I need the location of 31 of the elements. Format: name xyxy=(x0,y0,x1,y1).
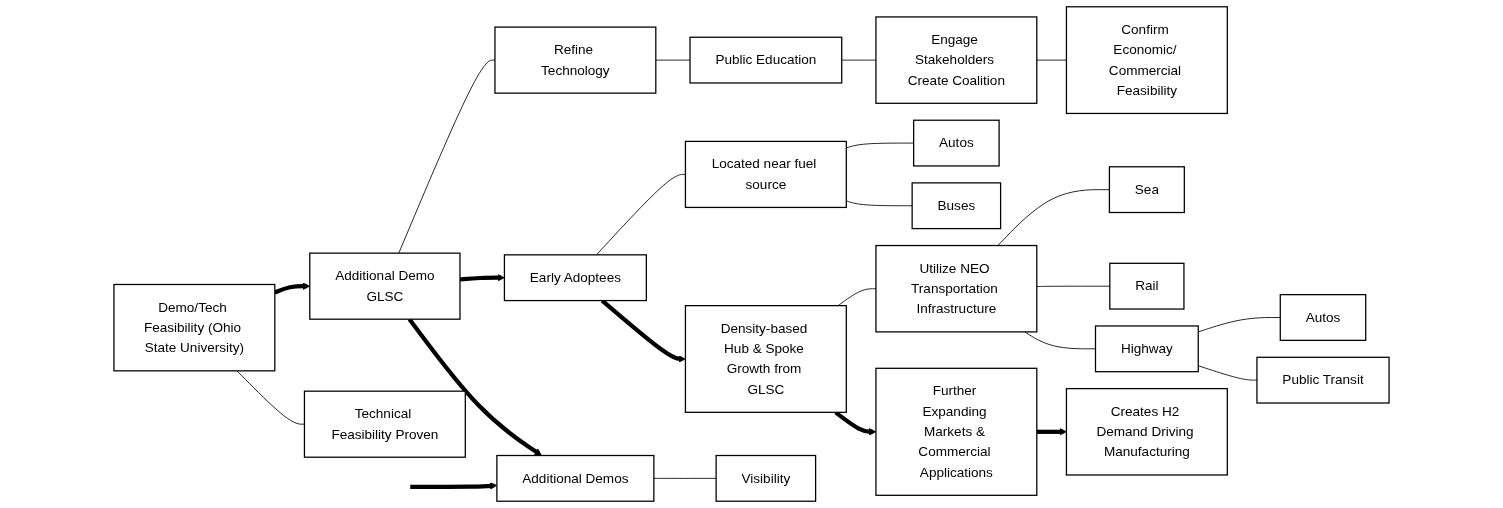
arrow xyxy=(1036,428,1067,436)
node-box: Buses xyxy=(911,182,1002,230)
connector xyxy=(236,370,305,425)
node-box: Additional Demo GLSC xyxy=(309,252,461,320)
connector xyxy=(1036,59,1067,61)
arrow xyxy=(459,274,505,282)
node-box: Early Adoptees xyxy=(503,254,647,302)
node-box: Public Education xyxy=(689,36,843,84)
node-box: Further Expanding Markets & Commercial Applications xyxy=(875,367,1038,496)
node-box: Demo/Tech Feasibility (Ohio State University) xyxy=(113,283,276,372)
connector xyxy=(596,174,686,256)
node-box: Autos xyxy=(913,119,1000,167)
node-box: Refine Technology xyxy=(494,26,657,94)
node-box: Technical Feasibility Proven xyxy=(303,390,466,458)
node-box: Visibility xyxy=(715,454,817,502)
node-box: Sea xyxy=(1108,166,1185,214)
node-box: Rail xyxy=(1109,262,1185,310)
node-box: Autos xyxy=(1279,294,1367,341)
connector xyxy=(997,189,1110,246)
connector xyxy=(655,59,691,61)
node-box: Engage Stakeholders Create Coalition xyxy=(875,16,1038,104)
node-box: Highway xyxy=(1094,325,1199,373)
node-box: Confirm Economic/ Commercial Feasibility xyxy=(1065,6,1228,115)
connector xyxy=(653,477,717,479)
node-box: Density-based Hub & Spoke Growth from GLSC xyxy=(684,305,847,413)
connector xyxy=(1024,331,1096,350)
node-box: Utilize NEO Transportation Infrastructure xyxy=(875,244,1038,333)
node-box: Public Transit xyxy=(1256,356,1390,404)
node-box: Creates H2 Demand Driving Manufacturing xyxy=(1065,388,1228,476)
node-box: Located near fuel source xyxy=(684,140,847,209)
node-box: Additional Demos xyxy=(496,454,655,502)
